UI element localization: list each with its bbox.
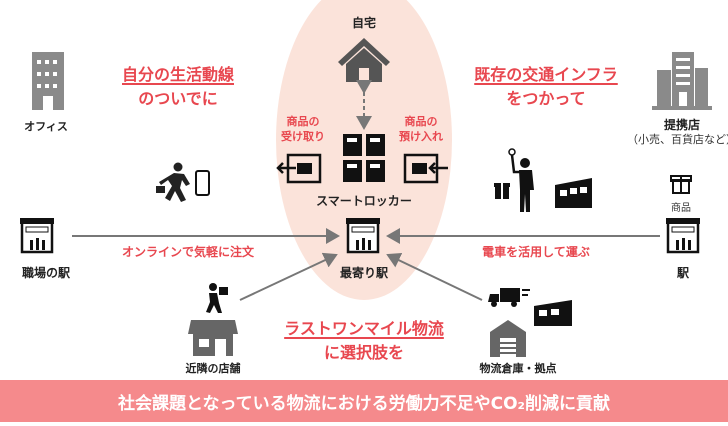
receive-label-line2: 受け取り: [281, 130, 325, 143]
partner-store-building-icon: [652, 52, 712, 110]
delivery-person-icon: [206, 283, 228, 313]
smart-locker-label: スマートロッカー: [316, 194, 412, 208]
smartphone-icon: [195, 170, 210, 196]
partner-store-label: 提携店: [663, 118, 701, 132]
goods-label: 商品: [671, 203, 691, 214]
freight-train-icon: [534, 300, 572, 326]
receive-label-line1: 商品の: [286, 115, 320, 128]
right-headline-line2: をつかって: [506, 89, 586, 108]
partner-store-note: （小売、百貨店など）: [627, 133, 728, 146]
office-label: オフィス: [24, 120, 68, 133]
center-ellipse: [276, 0, 452, 300]
work-station-label: 職場の駅: [21, 266, 71, 280]
train-delivery-label: 電車を活用して運ぶ: [482, 245, 590, 259]
warehouse-label: 物流倉庫・拠点: [479, 362, 557, 375]
train-icon: [555, 178, 592, 208]
delivery-truck-icon: [488, 288, 530, 307]
neighborhood-shop-label: 近隣の店舗: [185, 362, 241, 375]
bottom-headline-line2: に選択肢を: [323, 343, 405, 362]
nearest-station-icon: [344, 216, 382, 254]
warehouse-icon: [490, 320, 526, 357]
commuter-gift-icon: [494, 148, 534, 212]
order-label: オンラインで気軽に注文: [121, 245, 255, 259]
home-label: 自宅: [351, 16, 377, 30]
deposit-label-line2: 預け入れ: [399, 130, 443, 143]
left-headline-line2: のついでに: [138, 89, 218, 108]
contribution-banner: 社会課題となっている物流における労働力不足やCO₂削減に貢献: [0, 380, 728, 422]
deposit-parcel-icon: [403, 153, 448, 184]
gift-icon: [670, 175, 692, 194]
neighborhood-shop-icon: [188, 320, 238, 356]
walking-businessman-icon: [156, 162, 190, 202]
nearest-station-label: 最寄り駅: [339, 266, 389, 280]
left-headline-line1: 自分の生活動線: [121, 65, 235, 84]
right-headline-line1: 既存の交通インフラ: [474, 65, 618, 84]
office-building-icon: [32, 52, 64, 110]
home-icon: [338, 38, 390, 82]
warehouse-arrow: [386, 252, 483, 301]
receive-parcel-icon: [276, 153, 322, 184]
station-icon: [664, 216, 702, 254]
deposit-label-line1: 商品の: [404, 115, 438, 128]
smart-locker-icon: [343, 134, 385, 182]
shop-arrow: [239, 252, 338, 301]
bottom-headline-line1: ラストワンマイル物流: [284, 319, 444, 338]
station-label: 駅: [676, 266, 690, 280]
work-station-icon: [18, 216, 56, 254]
